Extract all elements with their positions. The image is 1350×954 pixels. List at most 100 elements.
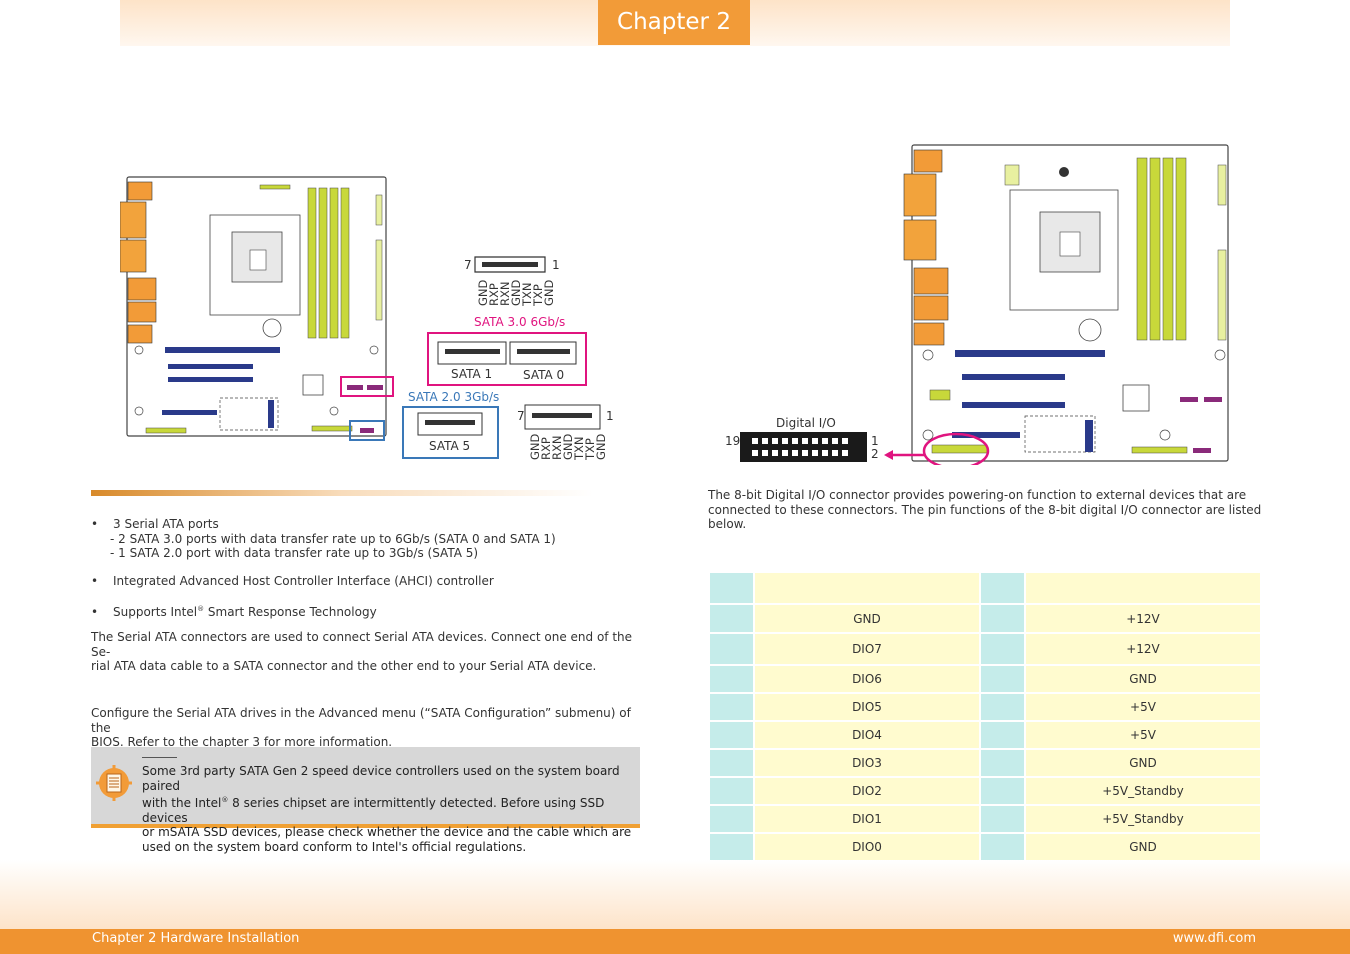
pin-table-row — [710, 573, 1260, 603]
pin-function-cell: GND — [755, 605, 979, 632]
sata1-label: SATA 1 — [451, 367, 493, 381]
registered-mark: ® — [221, 796, 229, 804]
paragraph-line: The Serial ATA connectors are used to co… — [91, 630, 633, 659]
pin-function-cell: +5V_Standby — [1026, 778, 1260, 804]
pin-table-row: DIO2 +5V_Standby — [710, 778, 1260, 804]
description-line: The 8-bit Digital I/O connector provides… — [708, 488, 1247, 502]
digital-io-connector — [740, 432, 925, 462]
pin-function-cell: DIO0 — [755, 834, 979, 860]
footer-bar — [0, 929, 1350, 954]
motherboard-diagram-left — [120, 176, 394, 441]
feature-item: •3 Serial ATA ports — [91, 517, 219, 531]
pin-name: GND — [594, 433, 608, 460]
pin-name: GND — [542, 279, 556, 306]
pin-table-row: DIO6 GND — [710, 666, 1260, 692]
note-fragment: with the Intel — [142, 796, 222, 810]
pin-number-cell — [710, 806, 753, 832]
pin-function-cell: DIO6 — [755, 666, 979, 692]
sata-paragraph-1: The Serial ATA connectors are used to co… — [91, 630, 651, 674]
sata0-label: SATA 0 — [523, 368, 565, 382]
note-box: Some 3rd party SATA Gen 2 speed device c… — [91, 747, 640, 854]
pin-table-row: DIO7 +12V — [710, 634, 1260, 664]
paragraph-line: BIOS. Refer to the chapter 3 for more in… — [91, 735, 393, 749]
sata30-label: SATA 3.0 6Gb/s — [474, 315, 566, 329]
chapter-tab: Chapter 2 — [598, 0, 750, 45]
pin-function-cell: GND — [1026, 666, 1260, 692]
sata5-pin7-label: 7 — [517, 409, 525, 423]
pin-number-cell — [710, 750, 753, 776]
pin-function-cell: DIO7 — [755, 634, 979, 664]
pin-number-cell — [981, 694, 1024, 720]
note-icon — [96, 765, 132, 801]
paragraph-line: rial ATA data cable to a SATA connector … — [91, 659, 597, 673]
feature-text: Integrated Advanced Host Controller Inte… — [113, 574, 494, 588]
note-line-text: or mSATA SSD devices, please check wheth… — [142, 825, 632, 839]
pin-number-cell — [710, 634, 753, 664]
pin-function-cell: DIO4 — [755, 722, 979, 748]
pin-number-cell — [981, 750, 1024, 776]
pin-function-cell: DIO1 — [755, 806, 979, 832]
digital-io-description: The 8-bit Digital I/O connector provides… — [708, 488, 1268, 532]
pin-table-row: GND +12V — [710, 605, 1260, 632]
pin-number-cell — [710, 605, 753, 632]
feature-text: Supports Intel — [113, 605, 198, 619]
footer-website[interactable]: www.dfi.com — [1172, 931, 1256, 946]
description-line: connected to these connectors. The pin f… — [708, 502, 1262, 517]
paragraph-line: Configure the Serial ATA drives in the A… — [91, 706, 631, 735]
pin-number-cell — [981, 834, 1024, 860]
note-rule — [142, 757, 177, 758]
section-divider — [91, 490, 593, 496]
pin-function-cell: GND — [1026, 750, 1260, 776]
pin-number-cell — [710, 778, 753, 804]
note-text: Some 3rd party SATA Gen 2 speed device c… — [142, 764, 638, 854]
pin-number-cell — [981, 722, 1024, 748]
feature-subitem: - 2 SATA 3.0 ports with data transfer ra… — [110, 532, 556, 546]
pin-number-cell — [710, 722, 753, 748]
pin-function-cell: +12V — [1026, 634, 1260, 664]
feature-text: Smart Response Technology — [204, 605, 377, 619]
pin-number-cell — [981, 666, 1024, 692]
note-line-text: Some 3rd party SATA Gen 2 speed device c… — [142, 764, 620, 793]
pin-function-cell: GND — [1026, 834, 1260, 860]
pin-number-cell — [710, 834, 753, 860]
pin-table-row: DIO4 +5V — [710, 722, 1260, 748]
pin-function-cell: +12V — [1026, 605, 1260, 632]
pin-number-cell — [710, 666, 753, 692]
feature-item: •Integrated Advanced Host Controller Int… — [91, 574, 494, 588]
pin-function-cell — [755, 573, 979, 603]
pin-number-cell — [981, 573, 1024, 603]
pin-function-cell: DIO5 — [755, 694, 979, 720]
description-line: below. — [708, 517, 747, 531]
sata30-pin1-label: 1 — [552, 258, 560, 272]
pin-table-row: DIO5 +5V — [710, 694, 1260, 720]
sata-paragraph-2: Configure the Serial ATA drives in the A… — [91, 706, 651, 750]
digital-io-pin19: 19 — [725, 434, 741, 448]
sata-connector-graphics — [402, 256, 601, 459]
pin-function-cell: DIO2 — [755, 778, 979, 804]
pin-table-row: DIO1+5V_Standby — [710, 806, 1260, 832]
sata30-pin7-label: 7 — [464, 258, 472, 272]
pin-number-cell — [981, 634, 1024, 664]
sata20-label: SATA 2.0 3Gb/s — [408, 390, 500, 404]
feature-subitem: - 1 SATA 2.0 port with data transfer rat… — [110, 546, 479, 560]
pin-number-cell — [710, 694, 753, 720]
note-line-text: with the Intel® 8 series chipset are int… — [142, 793, 638, 825]
digital-io-pin2: 2 — [871, 447, 879, 461]
pin-number-cell — [710, 573, 753, 603]
pin-number-cell — [981, 778, 1024, 804]
pin-number-cell — [981, 806, 1024, 832]
sata5-pin1-label: 1 — [606, 409, 614, 423]
pin-function-cell: DIO3 — [755, 750, 979, 776]
digital-io-label: Digital I/O — [776, 416, 836, 430]
note-line-text: used on the system board conform to Inte… — [142, 839, 527, 854]
pin-function-cell: +5V — [1026, 722, 1260, 748]
feature-item: •Supports Intel® Smart Response Technolo… — [91, 605, 377, 619]
pin-function-cell: +5V — [1026, 694, 1260, 720]
feature-text: 3 Serial ATA ports — [113, 517, 219, 531]
digital-io-pin1: 1 — [871, 434, 879, 448]
note-fragment: 8 series chipset are intermittently dete… — [142, 796, 605, 825]
pin-number-cell — [981, 605, 1024, 632]
pin-function-cell — [1026, 573, 1260, 603]
motherboard-diagram-right — [903, 144, 1229, 465]
